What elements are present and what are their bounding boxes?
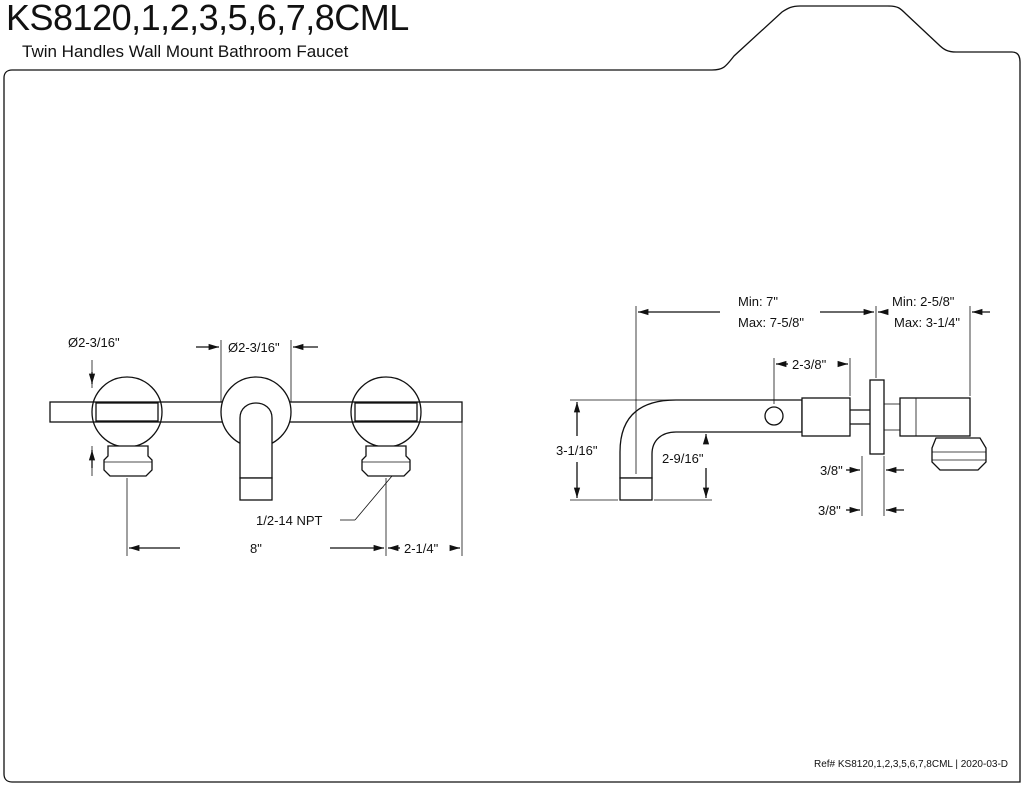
flange-thickness-lower-label: 3/8"	[818, 503, 841, 518]
valve-depth-min-label: Min: 2-5/8"	[892, 294, 955, 309]
spout-reach-min-label: Min: 7"	[738, 294, 778, 309]
left-handle-lever	[95, 402, 159, 422]
right-valve-body	[361, 445, 411, 477]
reference-footer: Ref# KS8120,1,2,3,5,6,7,8CML | 2020-03-D	[813, 759, 1008, 770]
flange-thickness-upper-label: 3/8"	[820, 463, 843, 478]
side-offset-label: 2-1/4"	[404, 541, 439, 556]
front-view: Ø2-3/16" Ø2-3/16" 1/2-14 NPT 8" 2-1/4"	[49, 335, 463, 556]
center-handle-diameter-label: Ø2-3/16"	[228, 340, 280, 355]
side-valve-nut	[931, 437, 987, 471]
outlet-height-label: 2-9/16"	[662, 451, 704, 466]
spout-front	[239, 402, 273, 479]
flange-offset-label: 2-3/8"	[792, 357, 827, 372]
thread-label: 1/2-14 NPT	[256, 513, 323, 528]
spout-height-label: 3-1/16"	[556, 443, 598, 458]
valve-depth-max-label: Max: 3-1/4"	[894, 315, 960, 330]
drawing-frame	[3, 5, 1021, 783]
spout-tip-side	[619, 477, 653, 501]
page-title: KS8120,1,2,3,5,6,7,8CML	[6, 0, 409, 38]
spout-knob	[764, 406, 784, 426]
side-view: Min: 7" Max: 7-5/8" Min: 2-5/8" Max: 3-1…	[556, 294, 990, 518]
right-handle-lever	[354, 402, 418, 422]
side-valve-body	[899, 397, 971, 437]
left-valve-body	[103, 445, 153, 477]
center-spacing-label: 8"	[250, 541, 262, 556]
page-subtitle: Twin Handles Wall Mount Bathroom Faucet	[22, 42, 349, 61]
side-body-block	[801, 397, 851, 437]
left-handle-diameter-label: Ø2-3/16"	[68, 335, 120, 350]
spout-reach-max-label: Max: 7-5/8"	[738, 315, 804, 330]
spout-tip-front	[239, 477, 273, 501]
side-flange	[869, 379, 885, 455]
